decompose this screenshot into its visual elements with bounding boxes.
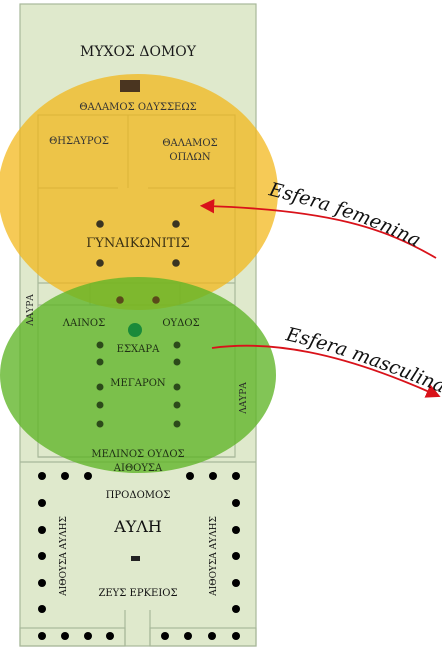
label-aithousa: ΑΙΘΟΥΣΑ (113, 463, 163, 474)
column (232, 499, 240, 507)
column (161, 632, 169, 640)
passage-columns (116, 296, 160, 304)
label-thalamos-odysseos: ΘΑΛΑΜΟΣ ΟΔΥΣΣΕΩΣ (79, 102, 196, 113)
hearth-marker (128, 323, 142, 337)
column (38, 605, 46, 613)
column (232, 632, 240, 640)
label-gynaikonitis: ΓΥΝΑΙΚΩΝΙΤΙΣ (86, 236, 190, 251)
annotation-esfera-femenina: Esfera femenina (266, 178, 424, 251)
column (152, 296, 160, 304)
odysseus-bed-marker (120, 80, 140, 92)
label-aithousa-avlis-left: ΑΙΘΟΥΣΑ ΑΥΛΗΣ (59, 516, 69, 597)
male-arrow-curve (211, 344, 441, 398)
label-thalamos: ΘΑΛΑΜΟΣ (162, 138, 217, 149)
label-megaron: ΜΕΓΑΡΟΝ (110, 378, 166, 389)
column (84, 632, 92, 640)
annotation-esfera-femenina-path: Esfera femenina (266, 178, 424, 251)
column (96, 401, 104, 409)
column (96, 420, 104, 428)
label-mychos-domou: ΜΥΧΟΣ ΔΟΜΟΥ (80, 44, 197, 60)
label-eschara: ΕΣΧΑΡΑ (117, 344, 160, 355)
column (232, 552, 240, 560)
column (96, 220, 104, 228)
column (232, 605, 240, 613)
column (173, 383, 181, 391)
gynaikonitis-columns (96, 220, 180, 267)
column (96, 259, 104, 267)
court-colonnade-left (38, 472, 114, 640)
court-colonnade-right (161, 472, 240, 640)
column (173, 420, 181, 428)
column (232, 526, 240, 534)
column (232, 579, 240, 587)
column (96, 383, 104, 391)
label-melinos-oudos: ΜΕΛΙΝΟΣ ΟΥΔΟΣ (91, 449, 184, 460)
annotation-esfera-masculina-path: Esfera masculina (283, 323, 442, 397)
female-sphere-zone (0, 74, 278, 310)
megaron-columns (96, 341, 181, 428)
label-aithousa-avlis-right: ΑΙΘΟΥΣΑ ΑΥΛΗΣ (209, 516, 219, 597)
label-lainos: ΛΑΙΝΟΣ (62, 318, 105, 329)
column (38, 472, 46, 480)
column (61, 632, 69, 640)
column (208, 632, 216, 640)
column (209, 472, 217, 480)
label-zeus-erkeios: ΖΕΥΣ ΕΡΚΕΙΟΣ (98, 588, 177, 599)
column (106, 632, 114, 640)
column (186, 472, 194, 480)
column (96, 341, 104, 349)
label-laura-right: ΛΑΥΡΑ (239, 382, 249, 415)
column (38, 526, 46, 534)
female-arrow-curve (199, 199, 437, 259)
label-avli: ΑΥΛΗ (113, 517, 162, 536)
column (172, 259, 180, 267)
altar-marker (131, 556, 140, 561)
column (172, 220, 180, 228)
column (61, 472, 69, 480)
column (38, 552, 46, 560)
column (173, 358, 181, 366)
column (38, 632, 46, 640)
column (38, 499, 46, 507)
label-oudos: ΟΥΔΟΣ (162, 318, 199, 329)
annotation-esfera-masculina: Esfera masculina (283, 323, 442, 397)
male-sphere-zone (0, 277, 276, 473)
label-prodomos: ΠΡΟΔΟΜΟΣ (106, 490, 171, 501)
column (38, 579, 46, 587)
label-oplon: ΟΠΛΩΝ (169, 152, 210, 163)
column (232, 472, 240, 480)
column (84, 472, 92, 480)
column (96, 358, 104, 366)
column (173, 401, 181, 409)
label-laura-left: ΛΑΥΡΑ (26, 294, 36, 327)
column (184, 632, 192, 640)
column (116, 296, 124, 304)
label-thesavros: ΘΗΣΑΥΡΟΣ (49, 136, 109, 147)
column (173, 341, 181, 349)
